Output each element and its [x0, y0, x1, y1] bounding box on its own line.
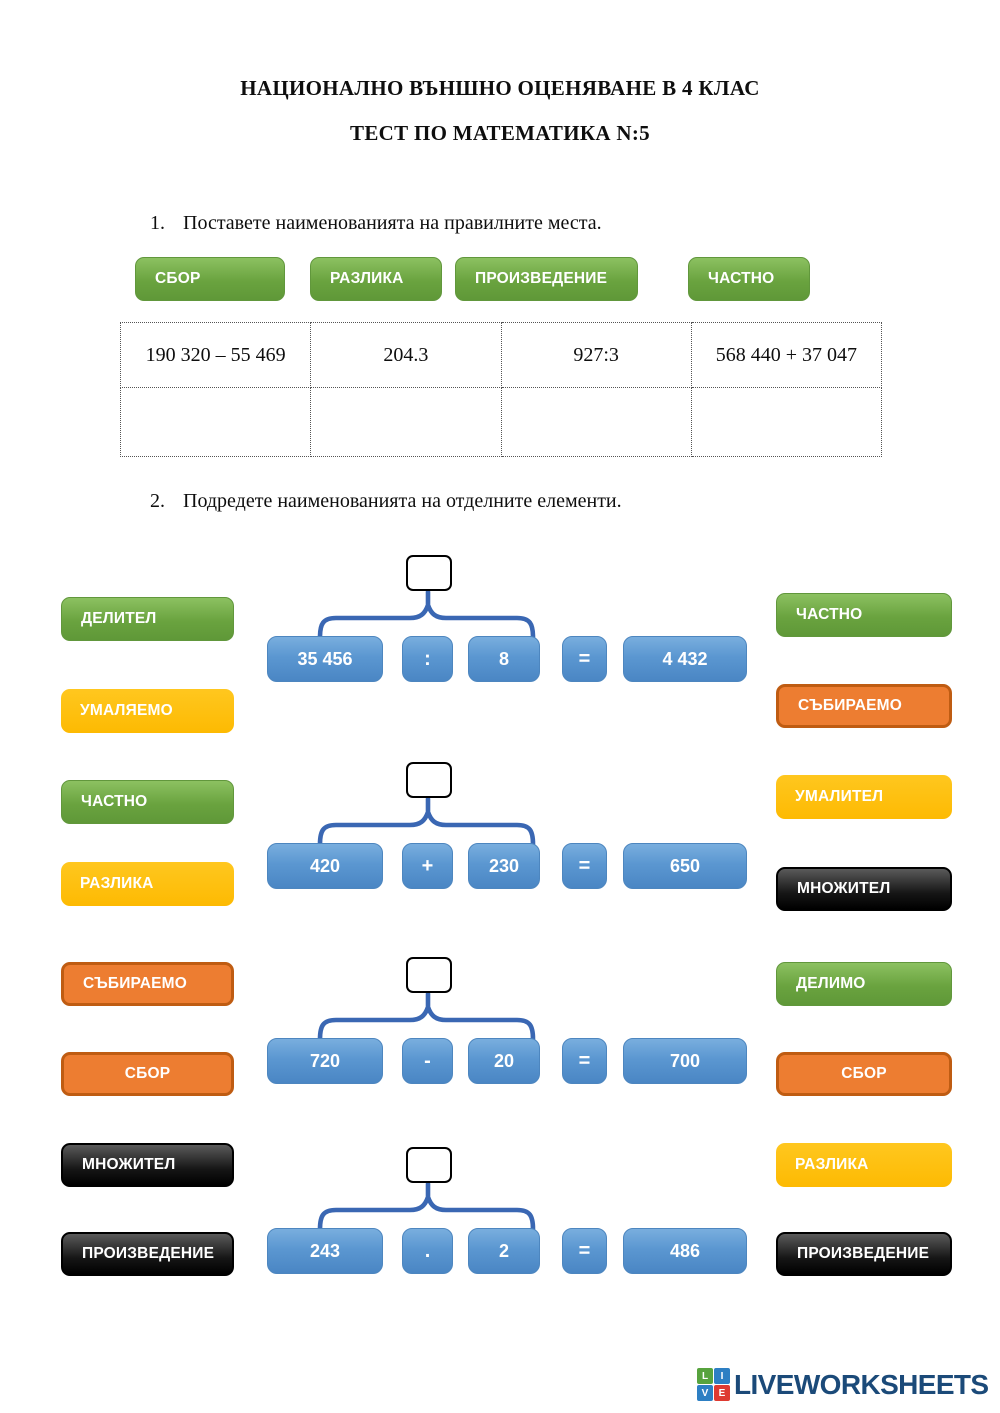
expression-cell: 190 320 – 55 469 [119, 322, 312, 388]
label-text: УМАЛИТЕЛ [795, 788, 884, 805]
expression-cell: 927:3 [500, 322, 692, 388]
draggable-label-sabiraemo[interactable]: СЪБИРАЕМО [61, 962, 234, 1006]
answer-box[interactable] [406, 1147, 452, 1183]
draggable-label-chastno-r[interactable]: ЧАСТНО [776, 593, 952, 637]
equation-diagram-subtraction: 720 - 20 = 700 [0, 957, 1000, 1089]
draggable-label-chastno[interactable]: ЧАСТНО [61, 780, 234, 824]
logo-tile: E [714, 1385, 730, 1401]
draggable-label-sbor[interactable]: СБОР [135, 257, 285, 301]
equation-result: 4 432 [623, 636, 747, 682]
table-row-answers [119, 387, 883, 457]
draggable-label-proizvedenie[interactable]: ПРОИЗВЕДЕНИЕ [61, 1232, 234, 1276]
equation-diagram-addition: 420 + 230 = 650 [0, 762, 1000, 894]
label-text: СБОР [124, 1065, 171, 1082]
liveworksheets-icon: L I V E [697, 1368, 730, 1401]
logo-tile: I [714, 1368, 730, 1384]
label-text: СБОР [841, 1065, 887, 1082]
equation-equals: = [562, 636, 607, 682]
draggable-label-mnozhitel[interactable]: МНОЖИТЕЛ [61, 1143, 234, 1187]
answer-box[interactable] [406, 555, 452, 591]
liveworksheets-logo[interactable]: L I V E LIVEWORKSHEETS [697, 1368, 989, 1401]
draggable-label-sbor-r[interactable]: СБОР [776, 1052, 952, 1096]
brace-connector-icon [317, 1183, 536, 1230]
label-text: СЪБИРАЕМО [83, 975, 188, 992]
equation-operator: . [402, 1228, 453, 1274]
equation-diagram-division: 35 456 : 8 = 4 432 [0, 555, 1000, 687]
equation-term: 35 456 [267, 636, 383, 682]
draggable-label-umalyaemo[interactable]: УМАЛЯЕМО [61, 689, 234, 733]
equation-result: 650 [623, 843, 747, 889]
label-text: РАЗЛИКА [80, 875, 154, 892]
expression-cell: 204.3 [310, 322, 502, 388]
label-text: МНОЖИТЕЛ [797, 880, 891, 897]
equation-operator: - [402, 1038, 453, 1084]
label-text: МНОЖИТЕЛ [82, 1156, 176, 1173]
label-text: РАЗЛИКА [795, 1156, 869, 1173]
draggable-label-razlika[interactable]: РАЗЛИКА [61, 862, 234, 906]
draggable-label-umalitel[interactable]: УМАЛИТЕЛ [776, 775, 952, 819]
answer-cell[interactable] [310, 387, 502, 457]
question-2-number: 2. [150, 490, 165, 512]
equation-term: 20 [468, 1038, 540, 1084]
equation-equals: = [562, 843, 607, 889]
question-2: 2. Подредете наименованията на отделните… [150, 490, 622, 513]
draggable-label-mnozhitel-r[interactable]: МНОЖИТЕЛ [776, 867, 952, 911]
equation-operator: : [402, 636, 453, 682]
draggable-label-razlika[interactable]: РАЗЛИКА [310, 257, 442, 301]
label-text: УМАЛЯЕМО [80, 702, 173, 719]
draggable-label-delitel[interactable]: ДЕЛИТЕЛ [61, 597, 234, 641]
equation-term: 230 [468, 843, 540, 889]
label-text: СЪБИРАЕМО [798, 697, 903, 714]
logo-tile: L [697, 1368, 713, 1384]
draggable-label-proizvedenie[interactable]: ПРОИЗВЕДЕНИЕ [455, 257, 638, 301]
brace-connector-icon [317, 993, 536, 1040]
expression-table: 190 320 – 55 469 204.3 927:3 568 440 + 3… [119, 322, 883, 457]
equation-diagram-multiplication: 243 . 2 = 486 [0, 1147, 1000, 1279]
question-1-text: Поставете наименованията на правилните м… [183, 212, 602, 234]
expression-cell: 568 440 + 37 047 [690, 322, 883, 388]
brace-connector-icon [317, 591, 536, 638]
answer-box[interactable] [406, 957, 452, 993]
equation-result: 700 [623, 1038, 747, 1084]
draggable-label-sbor[interactable]: СБОР [61, 1052, 234, 1096]
label-text: ЧАСТНО [81, 793, 148, 810]
equation-equals: = [562, 1038, 607, 1084]
label-text: ПРОИЗВЕДЕНИЕ [797, 1245, 930, 1262]
question-1-number: 1. [150, 212, 165, 234]
draggable-label-delimo[interactable]: ДЕЛИМО [776, 962, 952, 1006]
answer-cell[interactable] [690, 387, 883, 457]
brand-text: LIVEWORKSHEETS [734, 1368, 989, 1400]
answer-cell[interactable] [119, 387, 312, 457]
equation-result: 486 [623, 1228, 747, 1274]
label-text: ЧАСТНО [796, 606, 863, 623]
draggable-label-razlika-r[interactable]: РАЗЛИКА [776, 1143, 952, 1187]
brace-connector-icon [317, 798, 536, 845]
label-text: РАЗЛИКА [330, 270, 404, 287]
draggable-label-sabiraemo-r[interactable]: СЪБИРАЕМО [776, 684, 952, 728]
equation-term: 420 [267, 843, 383, 889]
logo-tile: V [697, 1385, 713, 1401]
question-1: 1. Поставете наименованията на правилнит… [150, 212, 602, 235]
label-text: ДЕЛИМО [796, 975, 866, 992]
draggable-label-proizvedenie-r[interactable]: ПРОИЗВЕДЕНИЕ [776, 1232, 952, 1276]
page-title: НАЦИОНАЛНО ВЪНШНО ОЦЕНЯВАНЕ В 4 КЛАС [240, 76, 760, 100]
equation-term: 8 [468, 636, 540, 682]
answer-box[interactable] [406, 762, 452, 798]
draggable-label-chastno[interactable]: ЧАСТНО [688, 257, 810, 301]
answer-cell[interactable] [500, 387, 692, 457]
equation-term: 243 [267, 1228, 383, 1274]
label-text: СБОР [155, 270, 201, 287]
label-text: ДЕЛИТЕЛ [81, 610, 157, 627]
page-subtitle: ТЕСТ ПО МАТЕМАТИКА N:5 [350, 121, 650, 145]
equation-equals: = [562, 1228, 607, 1274]
label-text: ПРОИЗВЕДЕНИЕ [82, 1245, 215, 1262]
label-text: ПРОИЗВЕДЕНИЕ [475, 270, 608, 287]
label-text: ЧАСТНО [708, 270, 775, 287]
equation-operator: + [402, 843, 453, 889]
table-row-expressions: 190 320 – 55 469 204.3 927:3 568 440 + 3… [119, 322, 883, 388]
equation-term: 2 [468, 1228, 540, 1274]
question-2-text: Подредете наименованията на отделните ел… [183, 490, 622, 512]
equation-term: 720 [267, 1038, 383, 1084]
